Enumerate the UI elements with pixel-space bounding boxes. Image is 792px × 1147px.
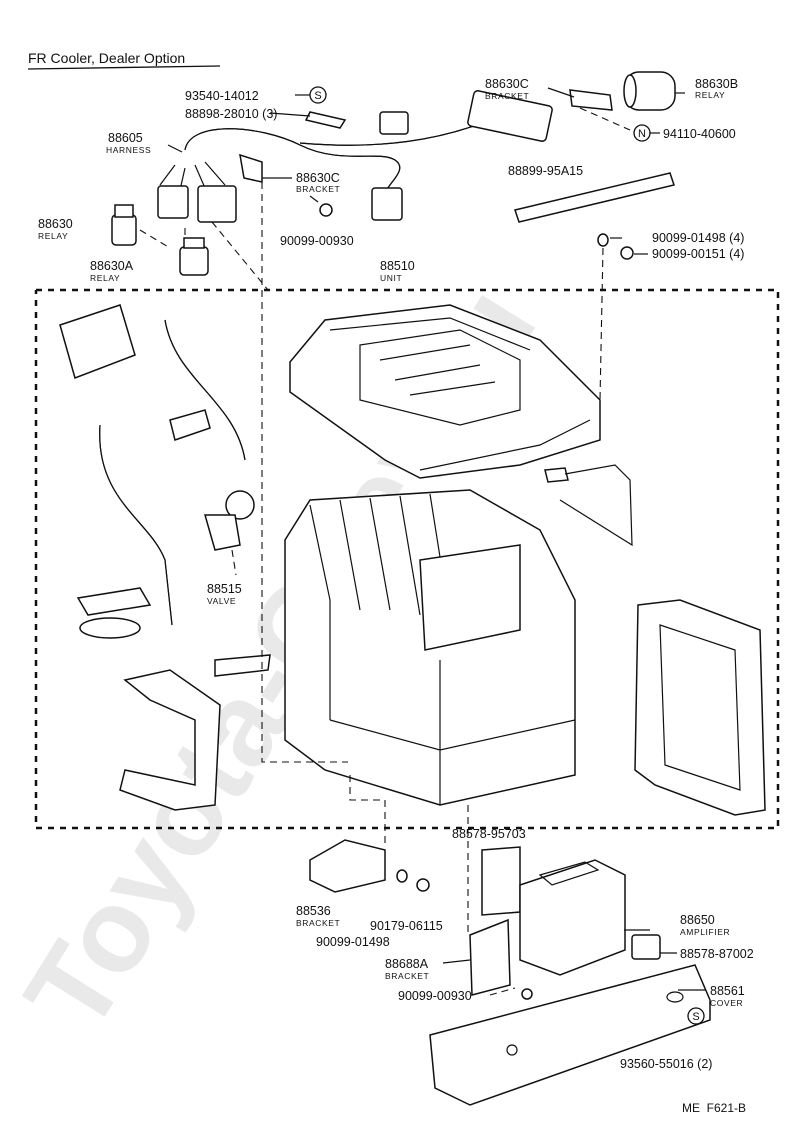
svg-text:HARNESS: HARNESS [106,145,151,155]
part-label-88630a: 88630A RELAY [90,259,134,283]
svg-text:RELAY: RELAY [695,90,725,100]
s-symbol-1: S [309,86,327,104]
svg-text:RELAY: RELAY [38,231,68,241]
s-symbol-2: S [687,1007,705,1025]
svg-text:88688A: 88688A [385,957,429,971]
svg-text:88578-95703: 88578-95703 [452,827,526,841]
svg-text:BRACKET: BRACKET [385,971,429,981]
svg-text:88536: 88536 [296,904,331,918]
part-label-93540-14012: 93540-14012 [185,89,259,103]
svg-text:90099-00930: 90099-00930 [398,989,472,1003]
relay-88630-part [111,204,137,246]
svg-text:88898-28010 (3): 88898-28010 (3) [185,107,277,121]
leader-lines [167,87,706,991]
svg-text:88630A: 88630A [90,259,134,273]
svg-text:88650: 88650 [680,913,715,927]
right-side-gasket [634,599,766,816]
svg-text:88899-95A15: 88899-95A15 [508,164,583,178]
s-symbol-text: S [692,1011,699,1023]
part-label-88578-87002: 88578-87002 [680,947,754,961]
svg-text:AMPLIFIER: AMPLIFIER [680,927,730,937]
svg-text:88630C: 88630C [296,171,340,185]
harness-drawing [157,90,553,223]
part-label-88688a: 88688A BRACKET [385,957,429,981]
part-label-90099-01498: 90099-01498 [316,935,390,949]
part-label-88515: 88515 VALVE [207,582,242,606]
svg-text:VALVE: VALVE [207,596,236,606]
svg-text:90099-01498 (4): 90099-01498 (4) [652,231,744,245]
svg-text:RELAY: RELAY [90,273,120,283]
svg-text:88630: 88630 [38,217,73,231]
part-label-88630b: 88630B RELAY [695,77,738,100]
part-label-90099-00930-bottom: 90099-00930 [398,989,472,1003]
leader-dashes [139,107,631,996]
svg-text:BRACKET: BRACKET [296,184,340,194]
svg-text:94110-40600: 94110-40600 [663,127,736,141]
part-label-88630c-top: 88630C BRACKET [485,77,529,101]
n-symbol: N [633,124,651,142]
part-label-88561: 88561 COVER [710,984,745,1008]
strip-88899-part [514,172,675,223]
cooling-unit-drawing [284,304,633,806]
svg-text:88510: 88510 [380,259,415,273]
svg-text:88605: 88605 [108,131,143,145]
svg-text:90179-06115: 90179-06115 [370,919,443,933]
part-label-88510: 88510 UNIT [380,259,415,283]
svg-text:88561: 88561 [710,984,745,998]
svg-text:90099-00151 (4): 90099-00151 (4) [652,247,744,261]
svg-text:88578-87002: 88578-87002 [680,947,754,961]
unit-boundary [34,288,780,830]
part-label-90099-00930-top: 90099-00930 [280,234,354,248]
svg-text:UNIT: UNIT [380,273,402,283]
svg-text:BRACKET: BRACKET [296,918,340,928]
diagram-code: ME F621-B [682,1101,746,1115]
relay-88630b-part [623,71,676,111]
relay-88630a-part [179,237,209,276]
part-label-88650: 88650 AMPLIFIER [680,913,730,937]
part-label-88630: 88630 RELAY [38,217,73,241]
part-label-88899-95a15: 88899-95A15 [508,164,583,178]
svg-text:88630C: 88630C [485,77,529,91]
bracket-88630c-part [569,89,613,111]
part-label-88630c-mid: 88630C BRACKET [296,171,340,194]
svg-text:88515: 88515 [207,582,242,596]
left-side-parts [59,304,271,811]
part-label-90099-01498-4: 90099-01498 (4) [652,231,744,245]
screw-part [309,195,634,1000]
part-label-90179-06115: 90179-06115 [370,919,443,933]
n-symbol-text: N [638,128,646,140]
s-symbol-text: S [314,90,321,102]
part-label-88898-28010: 88898-28010 (3) [185,107,277,121]
svg-text:90099-01498: 90099-01498 [316,935,390,949]
svg-text:BRACKET: BRACKET [485,91,529,101]
part-label-88536: 88536 BRACKET [296,904,340,928]
svg-text:88630B: 88630B [695,77,738,91]
part-label-90099-00151-4: 90099-00151 (4) [652,247,744,261]
svg-text:90099-00930: 90099-00930 [280,234,354,248]
part-label-93560-55016: 93560-55016 (2) [620,1057,712,1071]
svg-text:93560-55016 (2): 93560-55016 (2) [620,1057,712,1071]
part-label-88578-95703: 88578-95703 [452,827,526,841]
svg-text:COVER: COVER [710,998,743,1008]
svg-text:93540-14012: 93540-14012 [185,89,259,103]
page-title: FR Cooler, Dealer Option [28,50,185,66]
bottom-parts [309,839,711,1106]
part-label-94110-40600: 94110-40600 [663,127,736,141]
title-underline [27,65,221,70]
part-label-88605: 88605 HARNESS [106,131,151,155]
